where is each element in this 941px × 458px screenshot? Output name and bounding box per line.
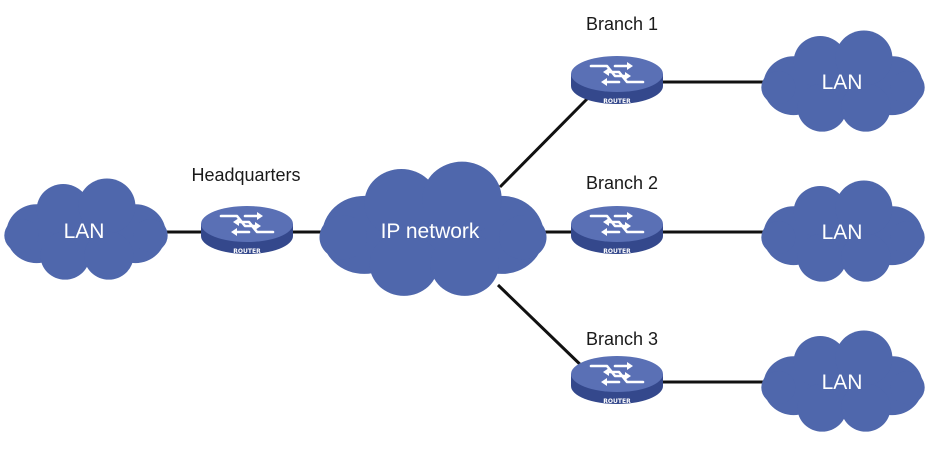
branch3-lan-label: LAN (822, 371, 863, 394)
branch1-label: Branch 1 (586, 14, 658, 34)
branch2-router-icon: ROUTER (569, 204, 665, 256)
link-ip-network-to-branch3 (496, 283, 590, 374)
branch1-router-icon: ROUTER (569, 54, 665, 106)
branch2-lan-label: LAN (822, 221, 863, 244)
hq-router-caption: ROUTER (233, 248, 261, 255)
branch1-lan-label: LAN (822, 71, 863, 94)
branch3-router-caption: ROUTER (603, 398, 631, 405)
branch3-router-icon: ROUTER (569, 354, 665, 406)
hq-router-icon: ROUTER (199, 204, 295, 256)
links (165, 80, 768, 384)
branch1-router-caption: ROUTER (603, 98, 631, 105)
hq-lan-label: LAN (64, 220, 105, 243)
branch2-router-caption: ROUTER (603, 248, 631, 255)
ip-network-label: IP network (381, 220, 480, 243)
link-ip-network-to-branch1 (498, 96, 590, 189)
headquarters-label: Headquarters (191, 165, 300, 185)
branch3-label: Branch 3 (586, 329, 658, 349)
branch2-label: Branch 2 (586, 173, 658, 193)
